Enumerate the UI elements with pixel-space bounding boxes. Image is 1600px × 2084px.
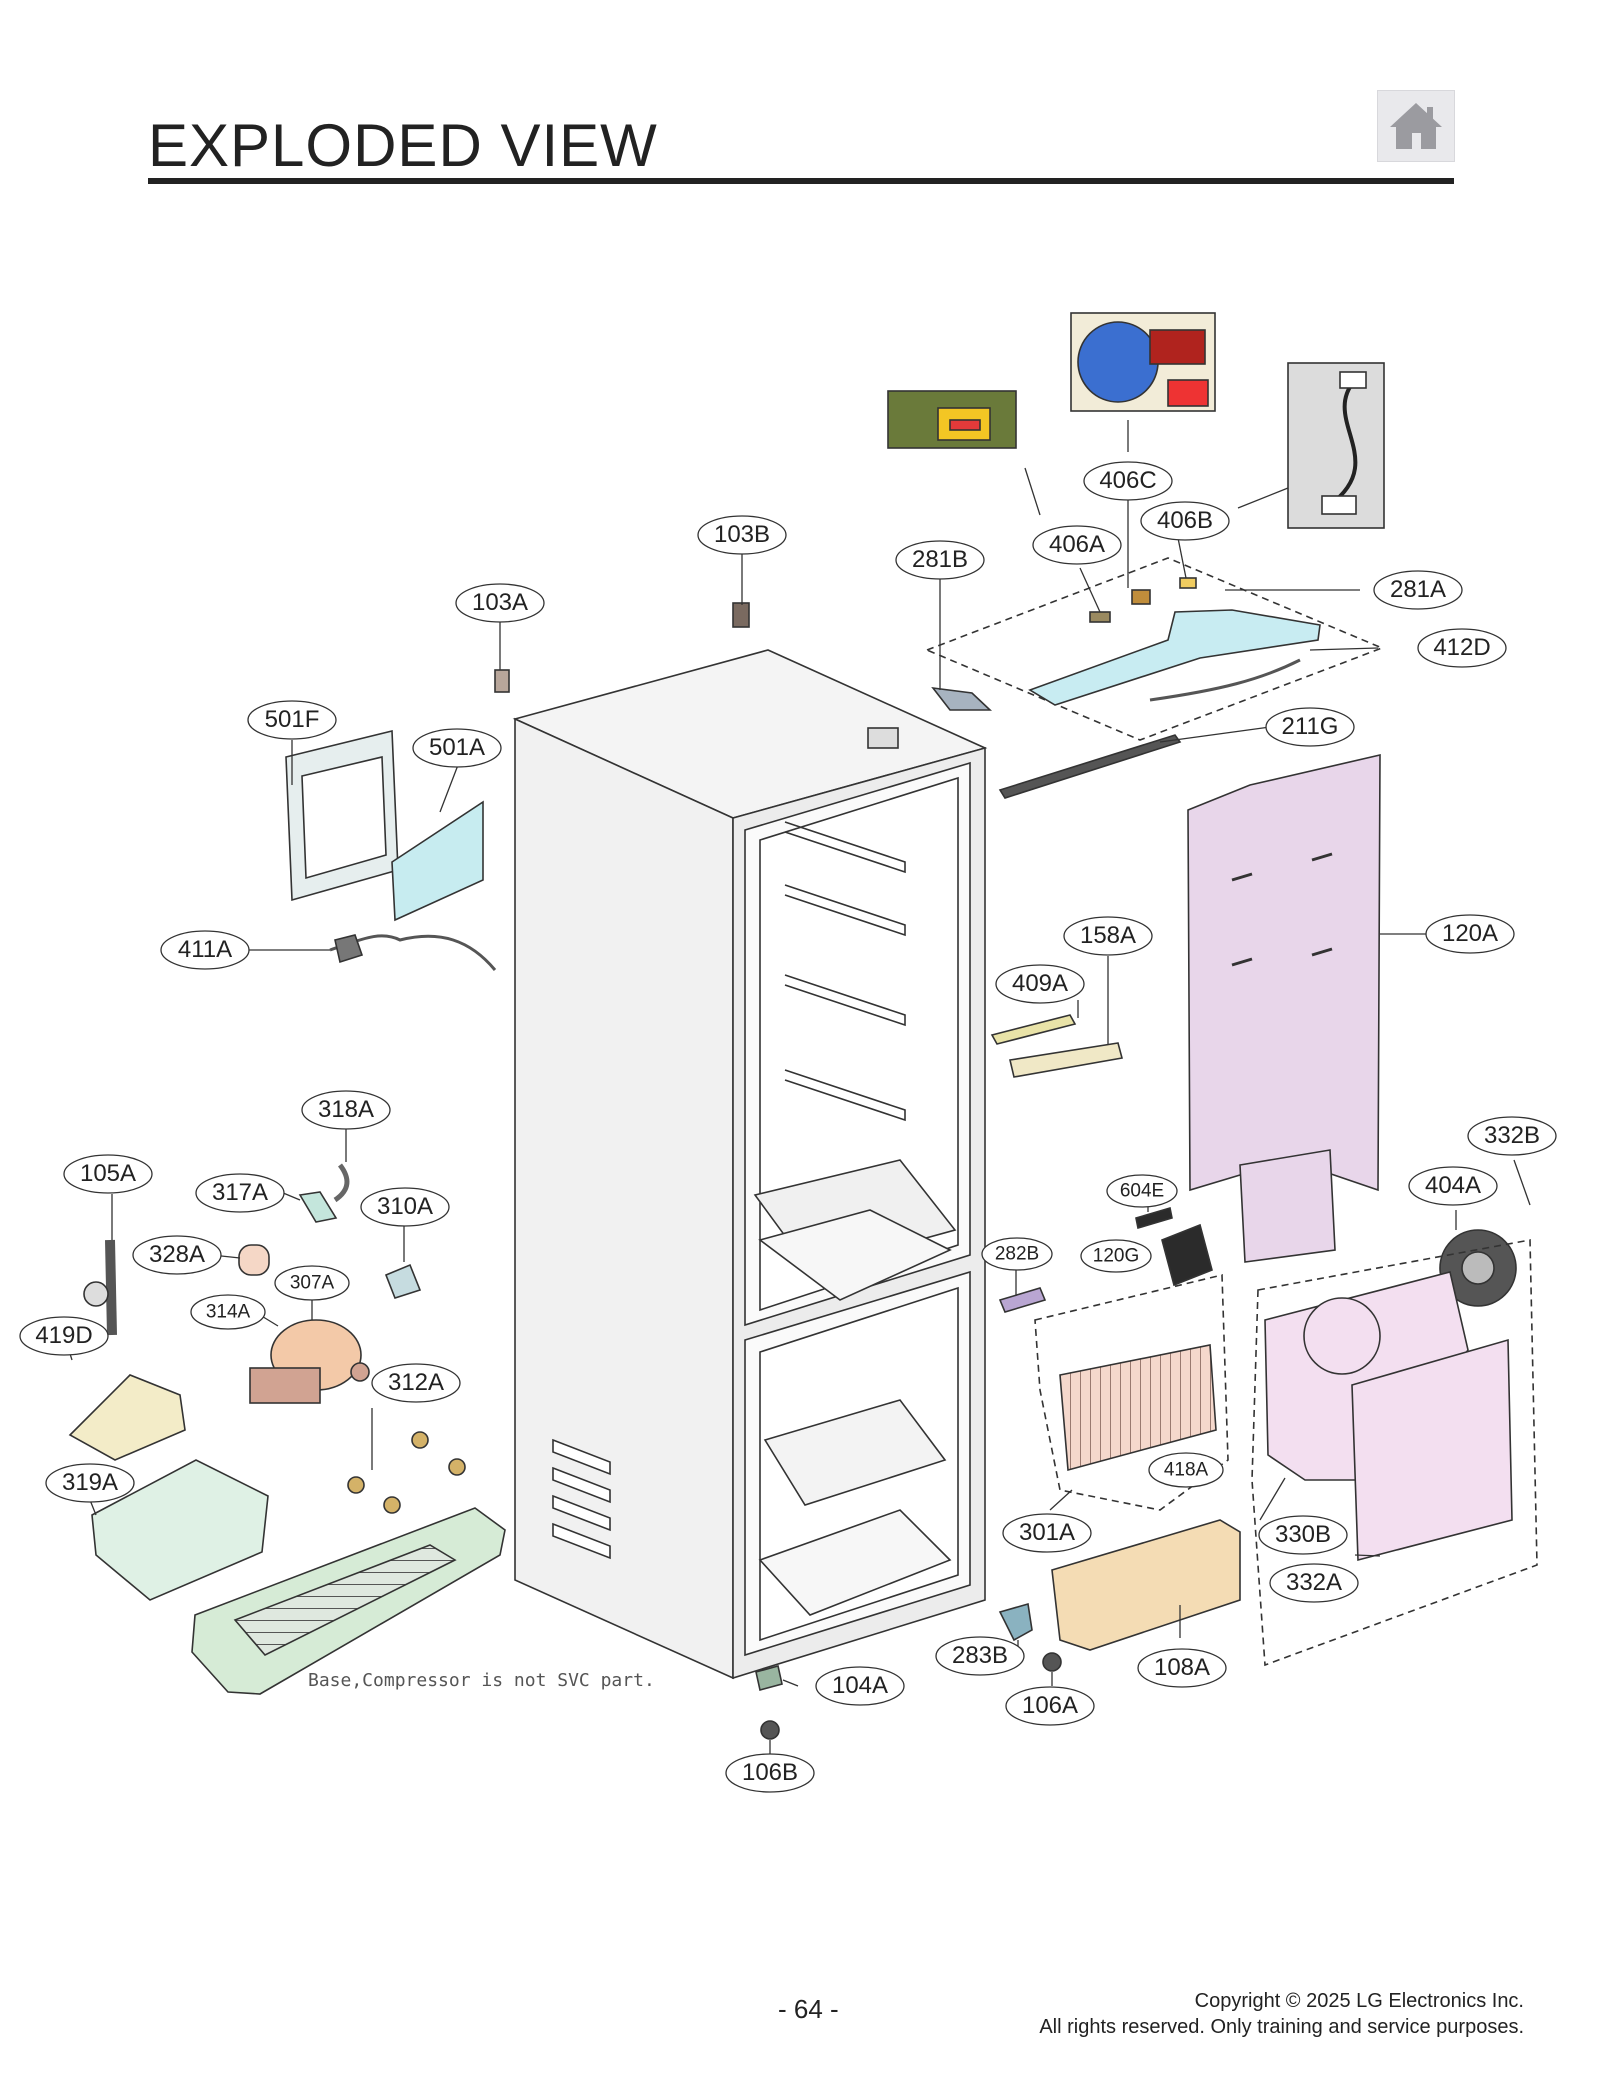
part-281B [931, 686, 993, 711]
part-283B [998, 1602, 1033, 1642]
part-108A [1051, 1519, 1241, 1651]
part-120G [1161, 1223, 1213, 1287]
part-419D [68, 1374, 186, 1461]
part-211G [998, 734, 1182, 799]
home-icon [1390, 103, 1442, 149]
part-406C [1131, 589, 1151, 605]
part-604E [1135, 1206, 1173, 1230]
part-501A [391, 800, 484, 922]
home-button[interactable] [1377, 90, 1455, 162]
part-103A [494, 669, 510, 693]
part-103B [732, 602, 750, 628]
part-317A [298, 1191, 338, 1223]
title-divider [148, 178, 1454, 184]
part-106A [1042, 1652, 1062, 1672]
part-104A [755, 1665, 783, 1691]
part-120A [1187, 753, 1381, 1192]
part-406A-photo [887, 390, 1017, 449]
part-409A [990, 1014, 1077, 1045]
part-282B [998, 1287, 1047, 1313]
part-406B [1179, 577, 1197, 589]
part-406C-photo [1070, 312, 1216, 412]
part-318A [333, 1163, 350, 1203]
part-158A [1009, 1042, 1123, 1078]
part-105A [105, 1239, 117, 1336]
part-281A [1028, 609, 1321, 706]
page-number: - 64 - [778, 1994, 839, 2024]
part-106B [760, 1720, 780, 1740]
part-319A [91, 1459, 269, 1601]
part-406B-photo [1287, 362, 1385, 529]
refrigerator-cabinet [512, 649, 988, 1680]
compressor-footnote: Base,Compressor is not SVC part. [308, 1670, 655, 1691]
page-title: EXPLODED VIEW [148, 112, 658, 179]
copyright-line-2: All rights reserved. Only training and s… [1039, 2016, 1524, 2038]
part-310A [384, 1263, 422, 1299]
copyright-line-1: Copyright © 2025 LG Electronics Inc. [1194, 1990, 1524, 2012]
part-328A [238, 1244, 270, 1276]
part-406A [1089, 611, 1111, 623]
copyright-notice: Copyright © 2025 LG Electronics Inc. All… [1039, 1988, 1524, 2040]
part-332A [1351, 1338, 1513, 1562]
part-412D [1149, 658, 1301, 702]
part-301A [1059, 1344, 1217, 1472]
